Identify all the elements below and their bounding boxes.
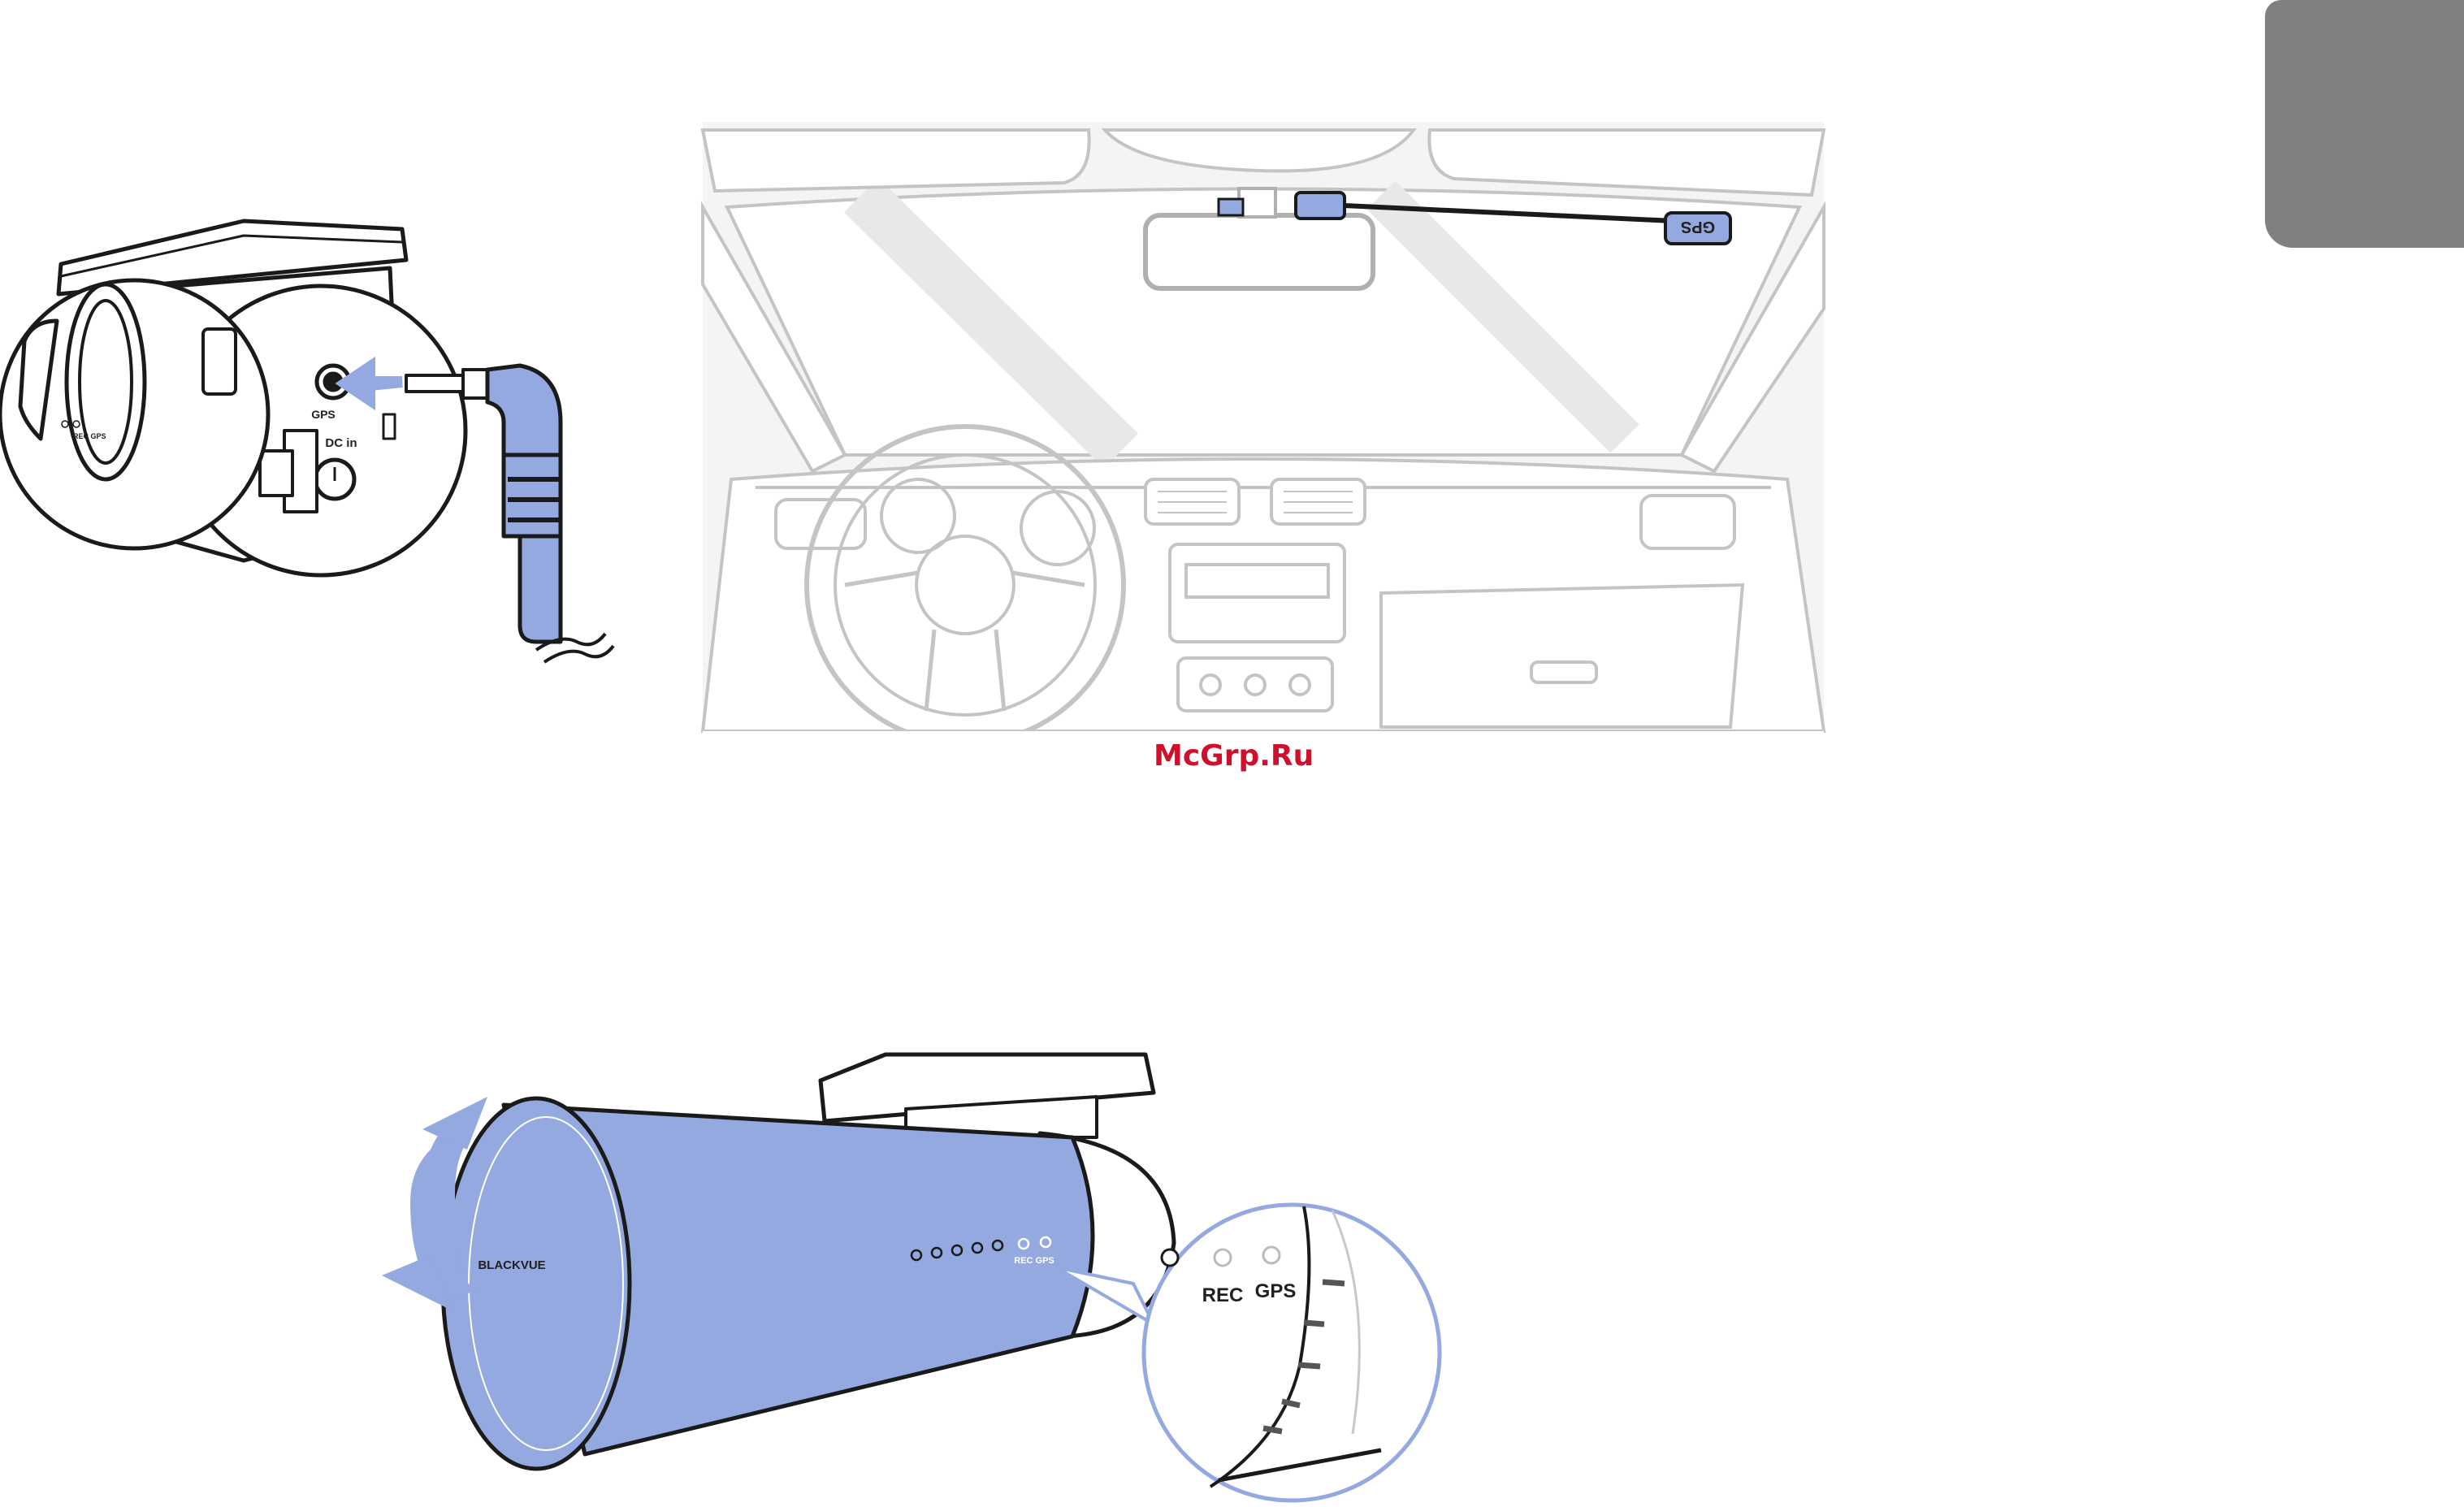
slot-icon	[203, 329, 236, 394]
figure-gps-connect: GPS DC in REC GPS	[0, 221, 613, 662]
dashcam-mount	[1296, 193, 1345, 219]
zoom-gps-label: GPS	[1255, 1280, 1297, 1302]
camera-lens-cap	[443, 1098, 630, 1469]
audio-jack-plug	[406, 375, 463, 392]
figure-car-interior: GPS	[703, 122, 1824, 772]
led-label-camera: REC GPS	[1014, 1256, 1054, 1266]
brand-label: BLACKVUE	[478, 1258, 545, 1272]
zoom-rec-label: REC	[1202, 1284, 1244, 1306]
dc-in-label: DC in	[325, 436, 357, 450]
gps-port-label: GPS	[311, 408, 336, 421]
watermark: McGrp.Ru	[1154, 739, 1314, 773]
gps-cable	[520, 536, 561, 642]
rear-view-mirror	[1145, 215, 1373, 288]
zoom-circle-leds	[1144, 1205, 1440, 1501]
gps-module-label: GPS	[1681, 218, 1715, 236]
led-label-small: REC GPS	[73, 432, 106, 440]
figure-camera-rotate: BLACKVUE REC GPS REC GPS	[382, 1054, 1440, 1501]
